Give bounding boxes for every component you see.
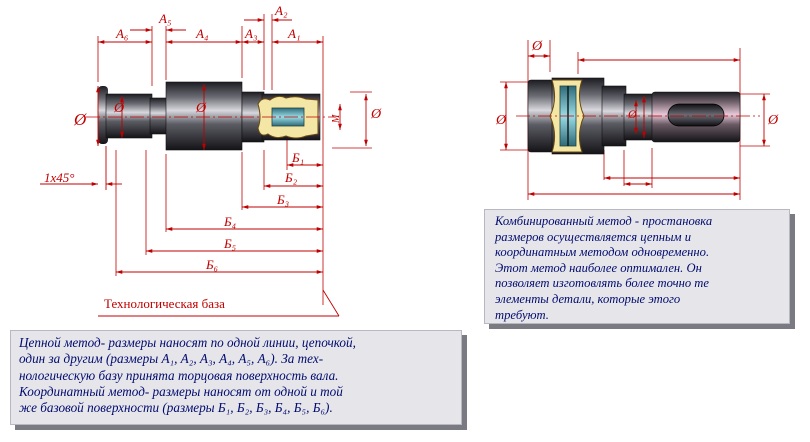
left-diameter-symbol-4: Ø — [370, 107, 382, 122]
label-a3: A₃ — [244, 26, 257, 41]
left-diameter-symbol-3: Ø — [195, 101, 207, 116]
right-shaft-keyway-slot — [667, 103, 725, 127]
chamfer-label: 1x45° — [44, 170, 74, 185]
right-diameter-symbol-3: Ø — [627, 107, 638, 121]
right-diameter-symbol-4: Ø — [767, 113, 779, 128]
right-diameter-symbol-1: Ø — [531, 39, 543, 54]
right-shaft-step-2 — [623, 93, 655, 141]
right-diameter-symbol-2: Ø — [495, 113, 507, 128]
coordinate-dimension-lines — [116, 163, 323, 274]
chain-method-text: Цепной метод- размеры наносят по одной л… — [19, 335, 356, 416]
keyway-label: М — [331, 114, 342, 124]
technological-base-label: Технологическая база — [104, 296, 225, 311]
combined-method-note: Комбинированный метод - простановка разм… — [484, 209, 790, 324]
left-shaft-end-section — [98, 86, 108, 144]
left-diameter-symbol-2: Ø — [113, 101, 125, 116]
left-diameter-symbol-1: Ø — [73, 110, 87, 129]
chain-dimension-lines — [98, 18, 323, 44]
left-shaft-drawing: Ø Ø Ø Ø М A₆ A₅ A₄ A₃ A₂ A₁ — [40, 3, 382, 317]
chain-method-note: Цепной метод- размеры наносят по одной л… — [10, 330, 462, 425]
label-a4: A₄ — [195, 26, 209, 41]
combined-method-text: Комбинированный метод - простановка разм… — [495, 214, 713, 322]
label-a6: A₆ — [115, 26, 128, 41]
label-b5: Б₅ — [223, 236, 236, 251]
left-shaft-collar — [149, 97, 169, 135]
label-b3: Б₃ — [276, 192, 289, 207]
label-b6: Б₆ — [205, 257, 218, 272]
right-shaft-drawing: Ø Ø Ø Ø — [495, 39, 779, 200]
left-shaft-section-a6 — [105, 93, 153, 139]
label-a1: A₁ — [287, 26, 300, 41]
label-b2: Б₂ — [284, 170, 298, 185]
label-a5: A₅ — [158, 11, 171, 26]
left-extension-lines — [97, 14, 372, 305]
label-b4: Б₄ — [223, 214, 237, 229]
label-b1: Б₁ — [291, 150, 304, 165]
label-a2: A₂ — [274, 3, 288, 18]
